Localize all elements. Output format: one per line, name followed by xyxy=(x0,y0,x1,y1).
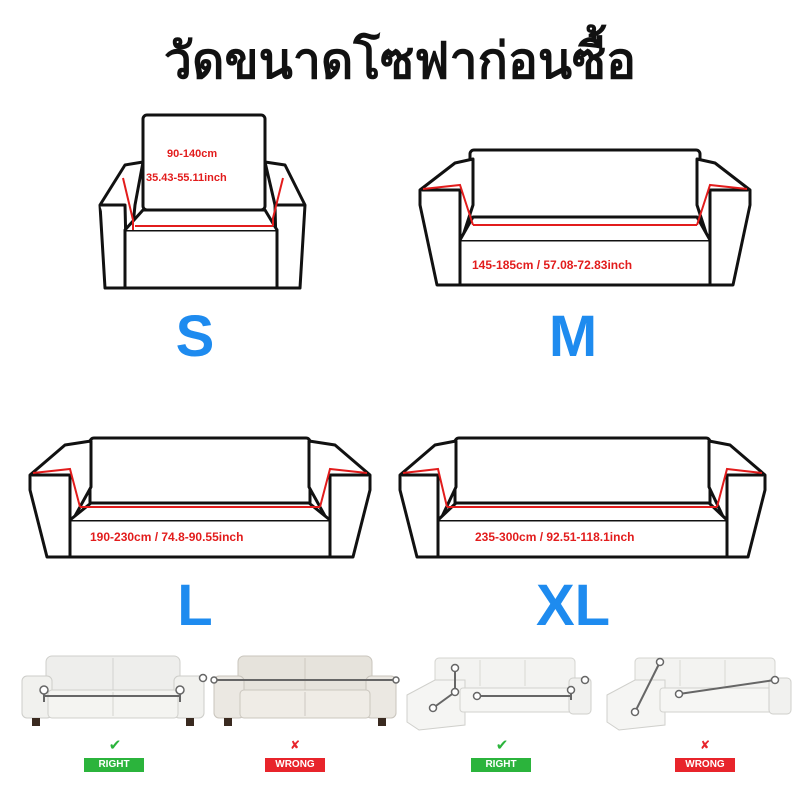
sofa-diagram-s xyxy=(98,113,307,290)
size-label-l: L xyxy=(177,573,213,638)
check-icon: ✔ xyxy=(495,736,509,754)
sofa-photo-wrong-1 xyxy=(210,655,400,726)
sofa-photo-right-2 xyxy=(406,657,592,731)
size-s-measure-cm: 90-140cm xyxy=(167,148,218,160)
size-label-m: M xyxy=(548,304,598,369)
sofa-photo-wrong-2 xyxy=(606,657,792,731)
size-m-measure: 145-185cm / 57.08-72.83inch xyxy=(472,258,633,272)
size-xl-measure: 235-300cm / 92.51-118.1inch xyxy=(475,530,635,544)
check-icon: ✔ xyxy=(108,736,122,754)
sofa-diagram-m xyxy=(418,148,752,287)
cross-icon: ✘ xyxy=(289,738,301,752)
sofa-diagram-l xyxy=(28,436,372,559)
page-title: วัดขนาดโซฟาก่อนซื้อ xyxy=(163,32,637,90)
right-badge-2: RIGHT xyxy=(471,758,531,772)
right-badge-1: RIGHT xyxy=(84,758,144,772)
size-l-measure: 190-230cm / 74.8-90.55inch xyxy=(90,530,244,544)
wrong-badge-1: WRONG xyxy=(265,758,325,772)
wrong-badge-2: WRONG xyxy=(675,758,735,772)
cross-icon: ✘ xyxy=(699,738,711,752)
size-s-measure-inch: 35.43-55.11inch xyxy=(146,172,227,184)
size-label-s: S xyxy=(175,304,215,369)
sofa-photo-right-1 xyxy=(21,655,208,726)
size-label-xl: XL xyxy=(535,573,611,638)
sofa-diagram-xl xyxy=(398,436,767,559)
